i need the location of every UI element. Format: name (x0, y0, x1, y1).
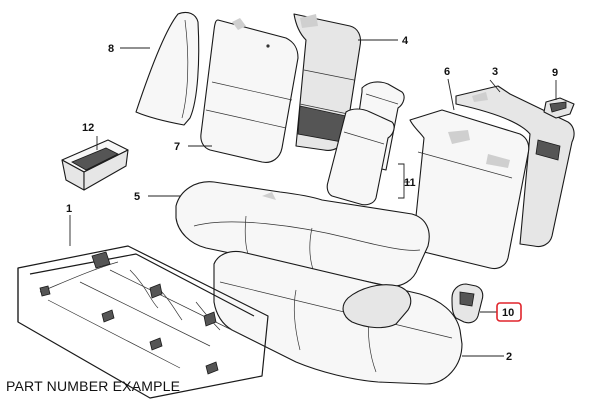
caption: PART NUMBER EXAMPLE (6, 378, 181, 394)
callout-12: 12 (82, 122, 94, 134)
callout-8: 8 (108, 43, 114, 55)
part-7-backrest-left (200, 18, 299, 163)
callout-3: 3 (492, 66, 498, 78)
callout-11: 11 (404, 177, 416, 189)
part-3-backrest-right-rear (455, 85, 575, 248)
part-8-side-panel (135, 11, 200, 126)
part-9-clip (543, 97, 575, 119)
callout-9: 9 (552, 67, 558, 79)
part-12-bracket (61, 139, 129, 191)
callout-5: 5 (134, 191, 140, 203)
callout-1: 1 (66, 203, 72, 215)
callout-2: 2 (506, 351, 512, 363)
part-5-seat-cushion (175, 181, 430, 287)
callout-6: 6 (444, 66, 450, 78)
part-10-cover (451, 283, 484, 324)
callout-7: 7 (174, 141, 180, 153)
callout-10-highlight-box (496, 302, 522, 322)
leader-lines (69, 39, 557, 357)
part-1-seat-frame (17, 245, 269, 399)
part-6-backrest-right (409, 109, 530, 270)
part-2-seat-cover (213, 250, 463, 385)
callouts: 8 7 4 6 3 9 12 11 5 1 2 10 (66, 35, 558, 363)
part-11-armrest-cushions (326, 81, 405, 206)
callout-4: 4 (402, 35, 409, 47)
callout-10: 10 (502, 307, 514, 319)
